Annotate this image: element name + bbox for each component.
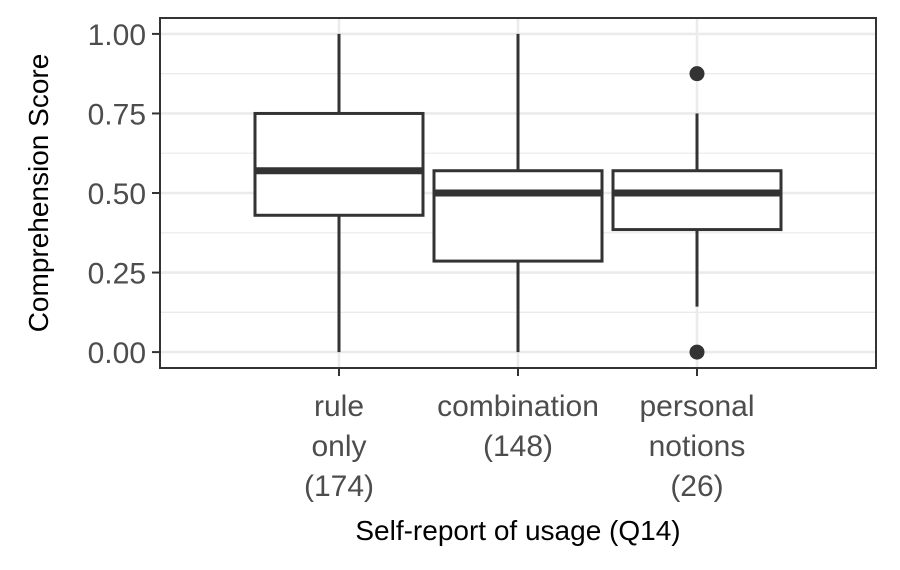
boxes bbox=[253, 33, 783, 360]
x-tick-label-line: rule bbox=[314, 390, 364, 423]
box-2 bbox=[432, 33, 604, 353]
y-tick-label: 0.25 bbox=[88, 258, 146, 291]
outlier-point bbox=[689, 344, 705, 360]
x-tick-label-line: notions bbox=[649, 430, 746, 463]
x-tick-label-line: (26) bbox=[670, 470, 723, 503]
x-tick-label-line: (174) bbox=[304, 470, 374, 503]
outlier-point bbox=[689, 66, 705, 82]
box-iqr bbox=[253, 111, 425, 217]
y-tick-label: 0.00 bbox=[88, 337, 146, 370]
x-tick-label: personal notions (26) bbox=[639, 390, 754, 503]
box-iqr bbox=[432, 169, 604, 263]
y-axis-title: Comprehension Score bbox=[23, 54, 54, 333]
box-iqr bbox=[611, 169, 783, 232]
x-tick-label-line: combination bbox=[437, 390, 599, 423]
x-axis-title: Self-report of usage (Q14) bbox=[355, 515, 680, 546]
x-tick-label: rule only (174) bbox=[304, 390, 374, 503]
y-tick-label: 1.00 bbox=[88, 19, 146, 52]
box-3 bbox=[611, 66, 783, 360]
x-tick-label: combination (148) bbox=[437, 390, 599, 463]
y-axis: 0.00 0.25 0.50 0.75 1.00 bbox=[88, 19, 160, 370]
x-tick-label-line: personal bbox=[639, 390, 754, 423]
y-tick-label: 0.75 bbox=[88, 98, 146, 131]
box-1 bbox=[253, 33, 425, 353]
x-tick-label-line: only bbox=[311, 430, 366, 463]
x-tick-label-line: (148) bbox=[483, 430, 553, 463]
y-tick-label: 0.50 bbox=[88, 178, 146, 211]
x-axis: rule only (174) combination (148) personal not… bbox=[304, 368, 755, 503]
